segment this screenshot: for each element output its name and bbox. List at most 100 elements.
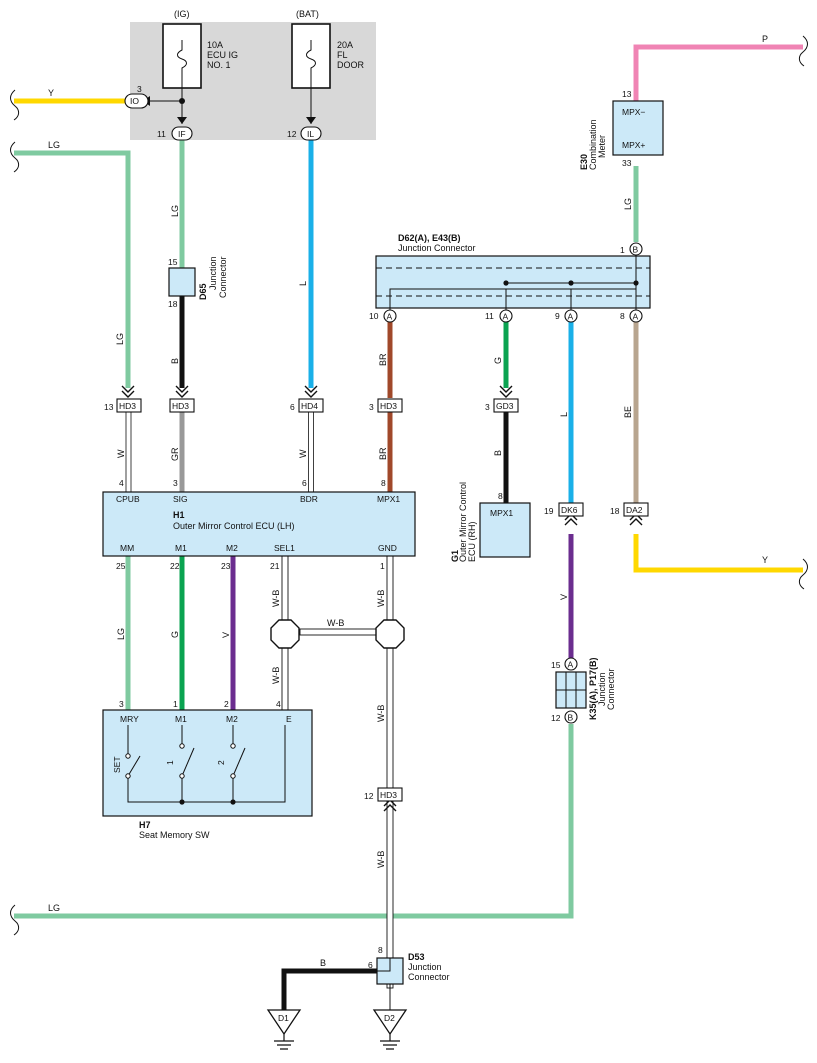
fuse-ig-name2: NO. 1 (207, 60, 231, 70)
pin-io-number: 3 (137, 84, 142, 94)
h1-term-mm: MM (120, 543, 134, 553)
wire-label-lg-top: LG (48, 140, 60, 150)
d53-code: D53 (408, 952, 425, 962)
fuse-ig-group-label: (IG) (174, 9, 190, 19)
e30-desc2: Meter (597, 135, 607, 158)
d65-code: D65 (198, 283, 208, 300)
fuse-bat-name: FL (337, 50, 348, 60)
g1-desc1: Outer Mirror Control (458, 482, 468, 562)
fuse-bat-name2: DOOR (337, 60, 365, 70)
g1-box (479, 502, 531, 558)
k35-internal (556, 672, 586, 708)
h7-internal-switches (127, 725, 286, 803)
k35-code: K35(A), P17(B) (588, 657, 598, 720)
fuse-ig-rating: 10A (207, 40, 223, 50)
h1-pin-25: 25 (116, 561, 126, 571)
gd3-name: GD3 (496, 401, 514, 411)
h1-term-cpub: CPUB (116, 494, 140, 504)
wire-break-lg-bottom (10, 904, 20, 936)
d65-desc2: Connector (218, 256, 228, 298)
if-arrow-icon (177, 117, 187, 124)
wire-label-w-hd3: W (116, 449, 126, 458)
k35-pin-top: 15 (551, 660, 561, 670)
dk6-pin: 19 (544, 506, 554, 516)
h1-pin-23: 23 (221, 561, 231, 571)
ground-d2-icon (380, 1034, 400, 1050)
h1-desc: Outer Mirror Control ECU (LH) (173, 521, 295, 531)
jc-pin-11 (499, 309, 513, 323)
hd3-a-pin-top: 13 (104, 402, 114, 412)
h1-pin-21: 21 (270, 561, 280, 571)
jc-pin-1-num: 1 (620, 245, 625, 255)
e30-term2: MPX+ (622, 140, 645, 150)
hd3-c-pin-top: 3 (369, 402, 374, 412)
gd3-pin-top: 3 (485, 402, 490, 412)
il-arrow-icon (306, 117, 316, 124)
wire-lg-bottom (14, 724, 574, 919)
hd3-d-pin: 12 (364, 791, 374, 801)
wire-label-v-dk6: V (559, 594, 569, 600)
wire-p-top (633, 44, 803, 101)
splice-left (270, 619, 300, 649)
jc-pin-10 (383, 309, 397, 323)
e30-pin-top: 13 (622, 89, 632, 99)
k35-pin-bot-letter: B (568, 713, 574, 723)
wire-break-p-right (798, 35, 808, 67)
hd3-b-name: HD3 (172, 401, 189, 411)
fuse-ig-name: ECU IG (207, 50, 238, 60)
hd3-b-pin-bot: 3 (173, 478, 178, 488)
jc-pin-1 (629, 242, 643, 256)
gd3-connector (493, 398, 519, 413)
h7-pin-1: 1 (173, 699, 178, 709)
hd4-pin-bot: 6 (302, 478, 307, 488)
g1-code: G1 (450, 550, 460, 562)
h7-switch-1: 1 (165, 760, 175, 765)
k35-pin-bot: 12 (551, 713, 561, 723)
d53-desc1: Junction (408, 962, 442, 972)
jc-pin-9 (564, 309, 578, 323)
jc-top-code: D62(A), E43(B) (398, 233, 461, 243)
wire-lg-left-top (14, 150, 131, 388)
wire-label-g-22: G (170, 631, 180, 638)
wire-label-b-d65: B (170, 358, 180, 364)
jc-pin-10-letter: A (387, 312, 393, 322)
e30-pin-bot: 33 (622, 158, 632, 168)
h1-term-sig: SIG (173, 494, 188, 504)
h7-node-1 (179, 799, 185, 805)
wire-label-wb-lower: W-B (376, 851, 386, 868)
wire-gr-hd3 (179, 412, 185, 492)
k35-desc2: Connector (606, 668, 616, 710)
wire-label-br-hd3: BR (378, 447, 388, 460)
jc-pin-1-letter: B (633, 245, 639, 255)
k35-pin-top-letter: A (568, 660, 574, 670)
jc-pin-8 (629, 309, 643, 323)
h7-contact-m1-bot (179, 773, 185, 779)
wire-label-wb-21: W-B (271, 590, 281, 607)
pin-il-marker (300, 126, 322, 141)
h7-contact-mry-bot (125, 773, 131, 779)
pin-if-name: IF (178, 129, 186, 139)
wire-label-y-right: Y (762, 555, 768, 565)
jc-pin-11-letter: A (503, 312, 509, 322)
wire-label-wb-1: W-B (376, 590, 386, 607)
jc-pin-10-num: 10 (369, 311, 379, 321)
pin-if-number: 11 (157, 129, 166, 139)
h7-contact-mry-top (125, 753, 131, 759)
e30-code: E30 (579, 154, 589, 170)
wire-label-p: P (762, 34, 768, 44)
pin-il-number: 12 (287, 129, 297, 139)
h1-box (102, 491, 416, 557)
fuse-bat-icon (306, 40, 316, 76)
wire-label-wb-mid: W-B (327, 618, 344, 628)
hd3-d-name: HD3 (380, 790, 397, 800)
h7-pin-4: 4 (276, 699, 281, 709)
h7-switch-2: 2 (216, 760, 226, 765)
h1-term-m2: M2 (226, 543, 238, 553)
h7-term-m1: M1 (175, 714, 187, 724)
wire-break-y-right (798, 558, 808, 590)
jc-pin-11-num: 11 (485, 311, 494, 321)
wire-label-b-d53: B (320, 958, 326, 968)
da2-connector (623, 502, 649, 517)
h1-term-sel1: SEL1 (274, 543, 295, 553)
